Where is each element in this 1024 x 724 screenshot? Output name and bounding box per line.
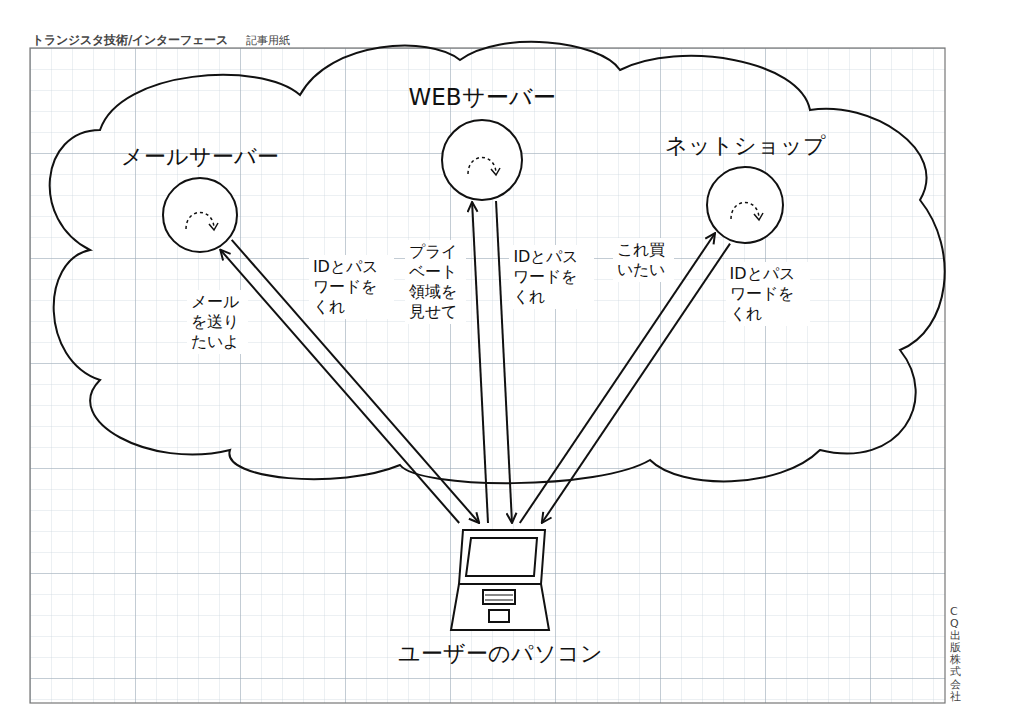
laptop-display bbox=[466, 538, 537, 576]
server-circle bbox=[440, 118, 524, 202]
server-circle bbox=[161, 176, 239, 254]
node-label: ユーザーのパソコン bbox=[398, 640, 603, 668]
laptop-keyboard bbox=[483, 590, 515, 604]
cloud-outline bbox=[50, 42, 945, 483]
web-server-node: WEBサーバー bbox=[408, 83, 555, 202]
node-label: ネットショップ bbox=[665, 132, 826, 160]
laptop-base bbox=[451, 584, 549, 630]
shop-server-node: ネットショップ bbox=[665, 132, 826, 246]
process-loop-head bbox=[209, 223, 218, 230]
sheet-header: 記事用紙 bbox=[246, 33, 290, 48]
sheet-header: トランジスタ技術/インターフェース bbox=[32, 32, 228, 49]
grid-minor bbox=[30, 48, 945, 703]
keyboard-keys bbox=[485, 595, 513, 600]
laptop-screen bbox=[459, 530, 545, 584]
arrow-label: これ買いたい bbox=[613, 238, 674, 282]
arrow-label: IDとパスワードをくれ bbox=[509, 245, 594, 309]
arrow-label: メールを送りたいよ bbox=[187, 290, 248, 354]
node-label: メールサーバー bbox=[121, 143, 279, 171]
mail-server-node: メールサーバー bbox=[121, 143, 279, 255]
grid-border bbox=[30, 48, 945, 703]
process-loop bbox=[468, 158, 496, 175]
user-pc-node: ユーザーのパソコン bbox=[398, 526, 603, 668]
arrow-label: プライベート領域を見せて bbox=[405, 240, 466, 324]
process-loop bbox=[731, 203, 759, 220]
arrow-label: IDとパスワードをくれ bbox=[726, 262, 811, 326]
publisher-mark: CQ出版株式会社 bbox=[950, 606, 961, 703]
node-label: WEBサーバー bbox=[408, 83, 555, 112]
laptop-touchpad bbox=[489, 610, 509, 622]
server-outline bbox=[442, 120, 522, 200]
process-loop bbox=[186, 213, 214, 230]
server-outline bbox=[707, 167, 783, 243]
grid-major bbox=[30, 48, 945, 703]
process-loop-head bbox=[754, 213, 763, 220]
arrow-connector bbox=[232, 240, 479, 523]
arrow-connector bbox=[472, 202, 488, 523]
process-loop-head bbox=[491, 168, 500, 175]
laptop-illustration bbox=[445, 526, 555, 632]
server-circle bbox=[705, 165, 785, 245]
arrow-label: IDとパスワードをくれ bbox=[309, 255, 394, 319]
server-outline bbox=[163, 178, 237, 252]
